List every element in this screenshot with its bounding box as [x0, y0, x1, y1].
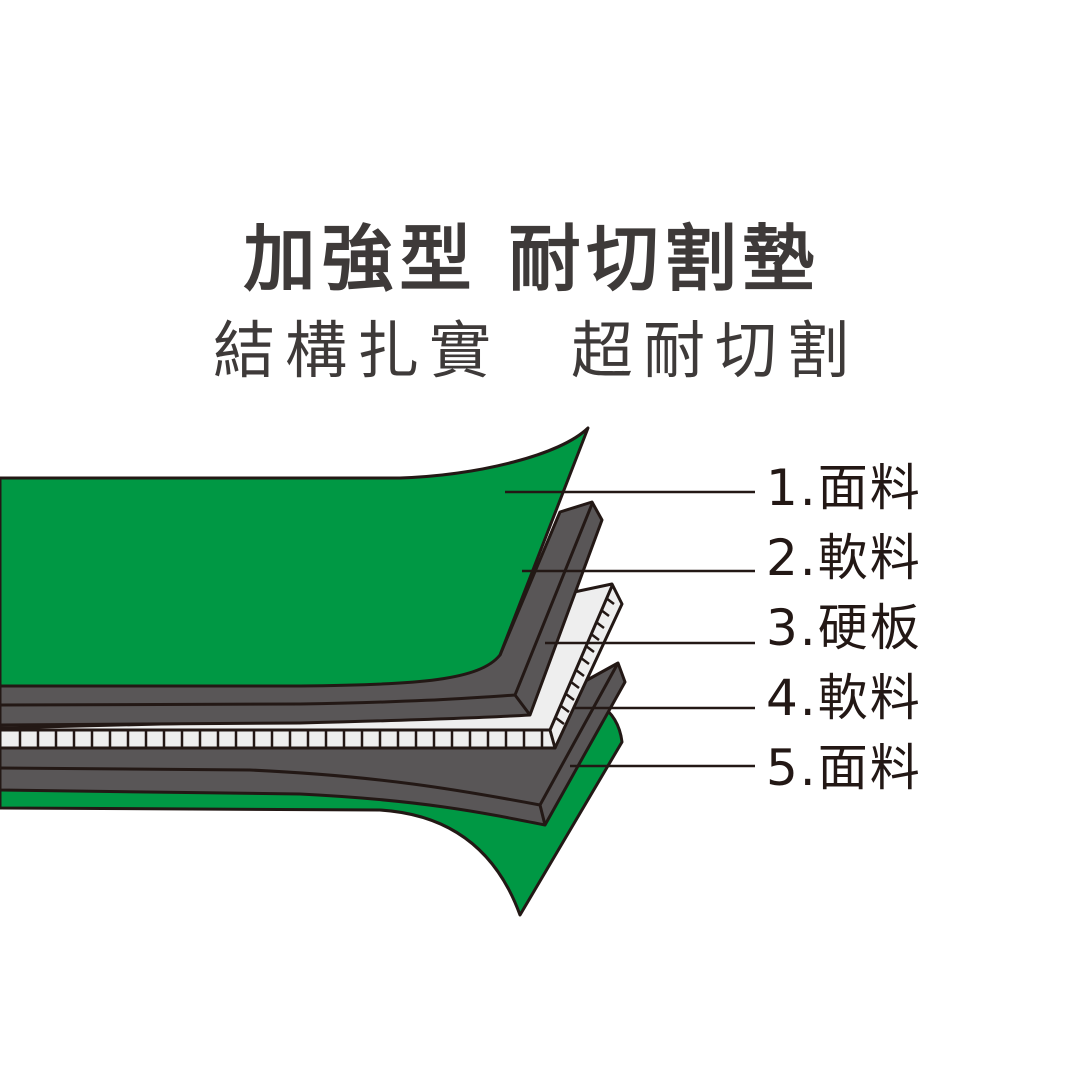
- layer-label-3: 3.硬板: [766, 599, 922, 657]
- layer-4-soft: [0, 661, 627, 827]
- page-subtitle: 結構扎實超耐切割: [0, 300, 1076, 390]
- layer-label-4: 4.軟料: [766, 669, 922, 727]
- layer-label-5: 5.面料: [766, 739, 922, 797]
- layer-1-face-top: [0, 426, 590, 688]
- layer-label-1: 1.面料: [766, 459, 922, 517]
- subtitle-right: 超耐切割: [571, 314, 860, 387]
- layer-label-2: 2.軟料: [766, 529, 922, 587]
- page-title: 加強型 耐切割墊: [243, 217, 821, 301]
- subtitle-left: 結構扎實: [212, 314, 501, 387]
